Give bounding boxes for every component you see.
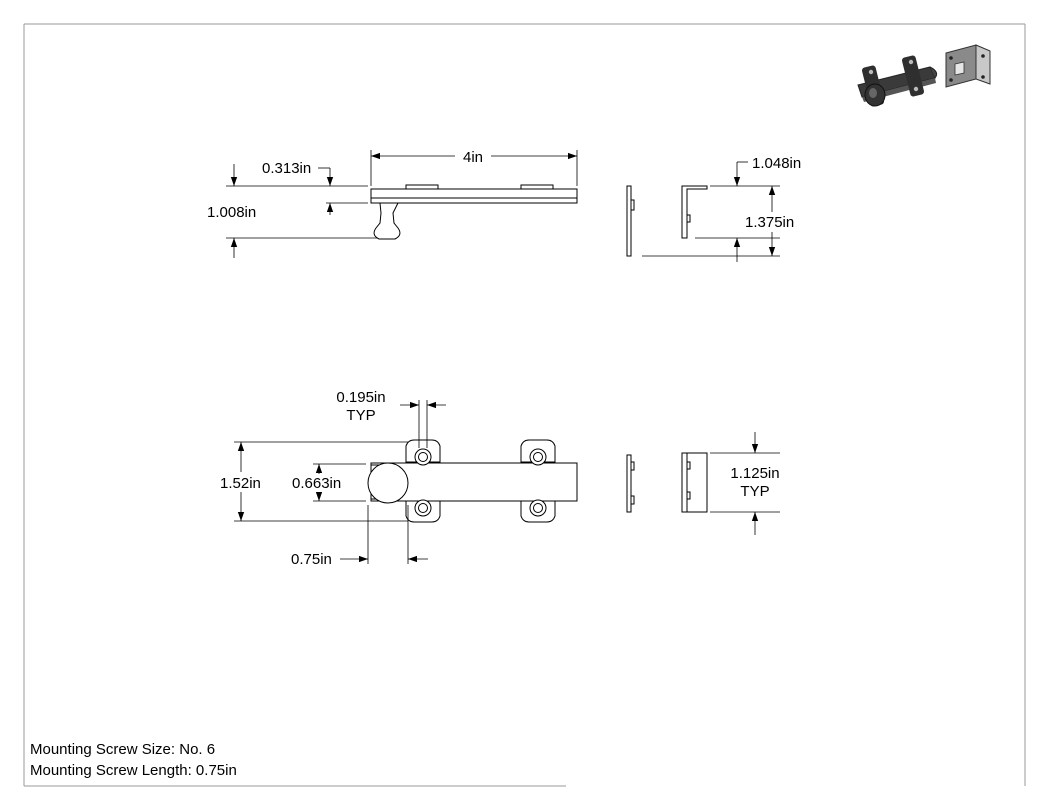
dim-bolt-offset: 0.313in — [262, 160, 311, 177]
side-view-dimensions — [226, 150, 578, 258]
dim-hole-diameter: 0.195in — [336, 389, 385, 406]
front-view-dimensions — [234, 400, 446, 564]
strike-front-dimensions — [710, 432, 780, 535]
dim-strike-typ: TYP — [740, 483, 769, 500]
dim-knob-diameter: 0.75in — [291, 551, 332, 568]
dim-plate-width: 1.52in — [220, 475, 261, 492]
dim-strike-height: 1.375in — [745, 214, 794, 231]
dim-bolt-width: 0.663in — [292, 475, 341, 492]
bolt-end-view-front — [626, 454, 635, 513]
dim-strike-depth: 1.048in — [752, 155, 801, 172]
note-screw-size: Mounting Screw Size: No. 6 — [30, 741, 215, 758]
note-screw-length: Mounting Screw Length: 0.75in — [30, 762, 237, 779]
render-bolt — [857, 55, 938, 107]
bolt-end-view — [626, 185, 635, 257]
strike-front-view — [681, 452, 708, 513]
dim-length: 4in — [463, 149, 483, 166]
dim-knob-height: 1.008in — [207, 204, 256, 221]
screw-holes — [414, 448, 547, 517]
sheet-border — [23, 23, 1026, 787]
product-render — [857, 44, 991, 107]
side-view — [370, 184, 578, 240]
strike-dimensions — [642, 161, 780, 262]
render-strike — [945, 44, 991, 88]
dim-strike-width: 1.125in — [730, 465, 779, 482]
strike-side-view — [681, 185, 708, 239]
dim-hole-typ: TYP — [346, 407, 375, 424]
knob — [367, 462, 409, 504]
